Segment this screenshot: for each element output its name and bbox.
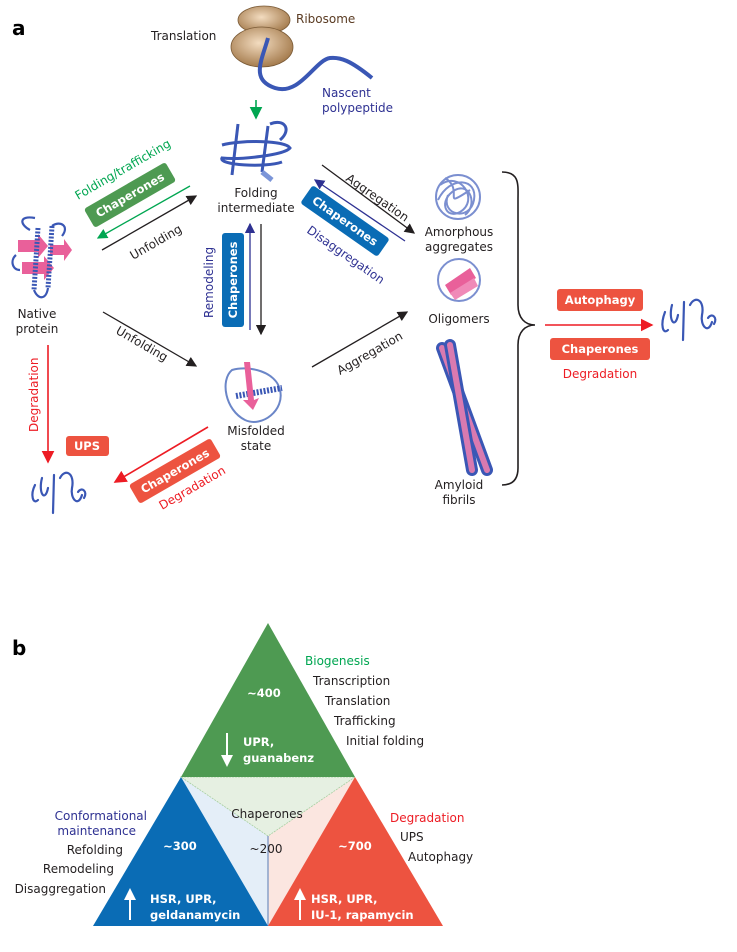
- chaperones-box-aggregate-degradation: Chaperones: [550, 338, 650, 360]
- ribosome-label: Ribosome: [296, 12, 355, 26]
- panel-b-label: b: [12, 636, 26, 660]
- aggregation-arrow-1: [321, 164, 416, 234]
- degradation-item-1: Autophagy: [408, 850, 473, 864]
- unfolding-arrow-2: [102, 311, 198, 367]
- misfolded-state-icon: [224, 362, 283, 423]
- degradation-triangle: [268, 777, 443, 926]
- degraded-peptide-icon-left: [31, 471, 87, 515]
- biogenesis-item-3: Initial folding: [346, 734, 424, 748]
- oligomers-icon: [437, 258, 481, 302]
- biogenesis-item-2: Trafficking: [333, 714, 396, 728]
- aggregation-arrow-2: [311, 311, 409, 368]
- conformational-title-1: Conformational: [55, 809, 147, 823]
- degradation-title: Degradation: [390, 811, 464, 825]
- biogenesis-count: ~400: [247, 686, 281, 700]
- chaperones-center-label: Chaperones: [231, 807, 303, 821]
- degraded-peptide-icon-right: [661, 298, 717, 342]
- biogenesis-modulators-2: guanabenz: [243, 751, 314, 765]
- unfolding-arrow-1: [101, 195, 198, 251]
- biogenesis-title: Biogenesis: [305, 654, 370, 668]
- conformational-title-2: maintenance: [57, 824, 136, 838]
- aggregation-label-2: Aggregation: [335, 329, 406, 378]
- native-protein-icon: [11, 216, 72, 299]
- folding-intermediate-label-1: Folding: [234, 186, 277, 200]
- folding-arrow: [96, 185, 191, 239]
- aggregates-brace: [501, 171, 536, 486]
- degradation-label-aggregates: Degradation: [563, 367, 637, 381]
- conformational-modulators-2: geldanamycin: [150, 908, 240, 922]
- biogenesis-triangle: [181, 623, 355, 777]
- degradation-modulators-2: IU-1, rapamycin: [311, 908, 414, 922]
- amyloid-label-2: fibrils: [442, 493, 475, 507]
- conformational-item-1: Remodeling: [43, 862, 114, 876]
- native-protein-label-1: Native: [18, 307, 57, 321]
- misfolded-label-2: state: [241, 439, 271, 453]
- amorphous-aggregates-icon: [435, 174, 481, 220]
- panel-a-label: a: [12, 16, 26, 40]
- degradation-count: ~700: [338, 839, 372, 853]
- svg-text:Chaperones: Chaperones: [562, 342, 639, 356]
- biogenesis-modulators-1: UPR,: [243, 735, 274, 749]
- ribosome-icon: [230, 5, 294, 68]
- svg-text:UPS: UPS: [74, 439, 100, 453]
- conformational-modulators-1: HSR, UPR,: [150, 892, 217, 906]
- folding-intermediate-icon: [220, 121, 292, 182]
- unfolding-label-1: Unfolding: [128, 222, 185, 263]
- nascent-label-1: Nascent: [322, 86, 371, 100]
- amyloid-label-1: Amyloid: [435, 478, 484, 492]
- svg-text:Autophagy: Autophagy: [565, 293, 636, 307]
- chaperones-center-count: ~200: [250, 842, 283, 856]
- misfolded-label-1: Misfolded: [227, 424, 284, 438]
- svg-text:Chaperones: Chaperones: [226, 241, 240, 318]
- oligomers-label: Oligomers: [428, 312, 489, 326]
- biogenesis-item-1: Translation: [324, 694, 390, 708]
- nascent-polypeptide-icon: [257, 37, 374, 92]
- conformational-triangle: [93, 777, 268, 926]
- biogenesis-item-0: Transcription: [312, 674, 390, 688]
- amyloid-fibrils-icon: [436, 339, 493, 476]
- degradation-modulators-1: HSR, UPR,: [311, 892, 378, 906]
- amorphous-label-1: Amorphous: [425, 225, 494, 239]
- unfolding-label-2: Unfolding: [114, 323, 171, 364]
- ups-box: UPS: [66, 436, 109, 456]
- degradation-label-native: Degradation: [27, 358, 41, 432]
- amorphous-label-2: aggregates: [425, 240, 493, 254]
- remodeling-label: Remodeling: [202, 247, 216, 318]
- conformational-count: ~300: [163, 839, 197, 853]
- disaggregation-arrow: [313, 179, 406, 242]
- nascent-label-2: polypeptide: [322, 101, 393, 115]
- conformational-item-2: Disaggregation: [15, 882, 106, 896]
- native-protein-label-2: protein: [16, 322, 59, 336]
- folding-intermediate-label-2: intermediate: [217, 201, 294, 215]
- degradation-item-0: UPS: [400, 830, 424, 844]
- chaperones-box-remodeling: Chaperones: [222, 233, 244, 327]
- autophagy-box: Autophagy: [557, 289, 643, 311]
- conformational-item-0: Refolding: [67, 843, 123, 857]
- translation-label: Translation: [150, 29, 216, 43]
- misfolded-degradation-arrow: [113, 426, 209, 483]
